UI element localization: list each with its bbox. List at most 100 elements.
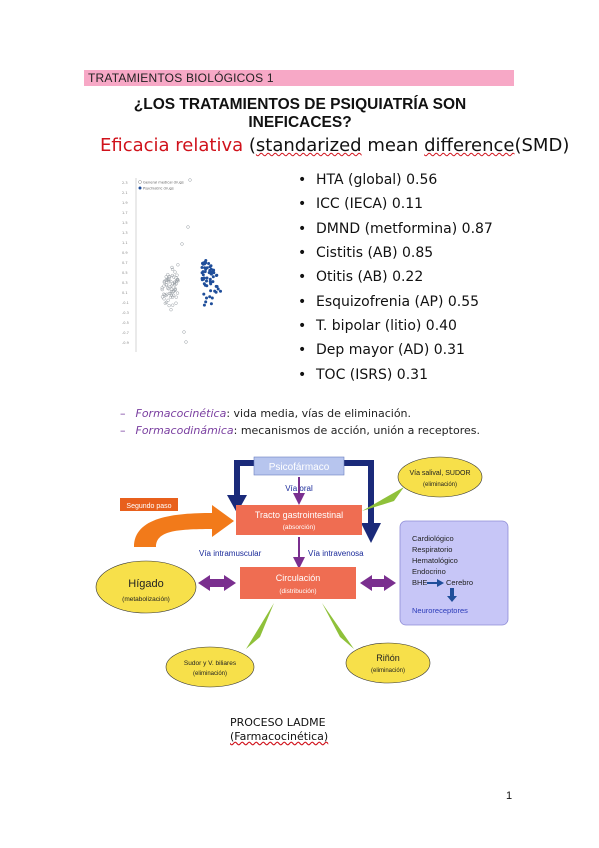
general-drug-point	[174, 295, 178, 299]
psychiatric-drug-point	[216, 287, 220, 291]
general-drug-point	[169, 289, 174, 294]
smd-bullet-list: •HTA (global) 0.56 •ICC (IECA) 0.11 •DMN…	[298, 168, 493, 387]
general-drug-point	[160, 295, 165, 299]
general-drug-point	[173, 288, 177, 292]
psychiatric-drug-point	[205, 276, 209, 280]
green-leaf-salival	[362, 487, 404, 511]
list-item: •DMND (metformina) 0.87	[298, 220, 493, 237]
tracto-label: Tracto gastrointestinal	[255, 510, 343, 520]
via-salival-label: Vía salival, SUDOR	[409, 470, 470, 477]
ladme-diagram: Psicofármaco Vía oral Segundo paso Tract…	[95, 456, 509, 688]
general-drug-point	[176, 263, 180, 267]
psicofarmaco-label: Psicofármaco	[269, 462, 330, 473]
general-drug-point	[170, 295, 175, 299]
general-drug-point	[175, 273, 179, 277]
general-drug-point	[164, 278, 168, 283]
general-drug-point	[167, 277, 171, 281]
psychiatric-drug-point	[214, 284, 218, 288]
svg-text:-0.1: -0.1	[122, 301, 129, 305]
neuroreceptores-label: Neuroreceptores	[412, 606, 468, 615]
general-drug-point	[170, 265, 174, 270]
psychiatric-drug-point	[208, 295, 212, 299]
psychiatric-drug-point	[211, 275, 215, 279]
general-drug-point	[160, 286, 164, 290]
caption-line1: PROCESO LADME	[230, 716, 326, 729]
general-drug-point	[162, 284, 166, 288]
svg-text:0.7: 0.7	[122, 261, 128, 265]
distribucion-label: (distribución)	[279, 588, 316, 595]
psychiatric-drug-point	[213, 289, 217, 293]
psychiatric-drug-point	[202, 276, 206, 280]
svg-text:1.1: 1.1	[122, 241, 128, 245]
sudor-biliar-elim: (eliminación)	[193, 671, 227, 677]
list-item: •Cistitis (AB) 0.85	[298, 245, 434, 262]
legend-general: General medical drugs	[143, 180, 184, 184]
via-salival-elim: (eliminación)	[423, 482, 457, 488]
absorcion-label: (absorción)	[283, 524, 316, 531]
smd-scatter-plot: 2.32.11.9 1.71.51.3 1.10.90.7 0.50.30.1 …	[122, 178, 222, 352]
green-leaf-rinon	[322, 603, 354, 649]
psychiatric-drug-point	[210, 296, 214, 300]
general-drug-point	[167, 303, 171, 308]
subtitle-standarized: standarized	[255, 135, 362, 156]
psychiatric-drug-points	[200, 259, 222, 307]
general-drug-point	[166, 298, 170, 302]
svg-text:1.7: 1.7	[122, 211, 128, 215]
list-item: •ICC (IECA) 0.11	[298, 196, 424, 213]
page-title: ¿LOS TRATAMIENTOS DE PSIQUIATRÍA SON INE…	[133, 96, 467, 131]
svg-text:0.5: 0.5	[122, 271, 128, 275]
organo-item: Hematológico	[412, 556, 458, 565]
general-drug-point	[169, 280, 173, 284]
general-drug-point	[169, 287, 174, 291]
circulacion-box	[240, 567, 356, 599]
header-text: TRATAMIENTOS BIOLÓGICOS 1	[88, 71, 274, 85]
rinon-elim: (eliminación)	[371, 668, 405, 674]
psychiatric-drug-point	[202, 303, 206, 307]
psychiatric-drug-point	[214, 274, 218, 277]
svg-text:1.5: 1.5	[122, 221, 128, 225]
psychiatric-drug-point	[203, 262, 207, 266]
tracto-box	[236, 505, 362, 535]
general-drug-point	[163, 301, 167, 305]
svg-text:-0.3: -0.3	[122, 311, 129, 315]
psychiatric-drug-point	[209, 302, 213, 306]
rinon-ellipse	[345, 642, 431, 684]
svg-text:2.3: 2.3	[122, 181, 128, 185]
general-drug-point	[169, 284, 174, 288]
pk-line-formacocinetica: –Formacocinética: vida media, vías de el…	[120, 407, 412, 420]
green-leaf-biliar	[246, 603, 274, 649]
cerebro-label: Cerebro	[446, 578, 473, 587]
general-drug-point	[171, 293, 176, 297]
svg-text:0.9: 0.9	[122, 251, 128, 255]
page-number: 1	[506, 790, 513, 802]
general-drug-point	[173, 287, 177, 291]
psychiatric-drug-point	[208, 277, 212, 281]
caption: PROCESO LADME (Farmacocinética)	[230, 716, 328, 744]
sudor-biliar-ellipse	[165, 646, 255, 688]
psychiatric-drug-point	[211, 280, 215, 284]
svg-text:1.3: 1.3	[122, 231, 128, 235]
psychiatric-drug-point	[207, 271, 211, 275]
list-item: •Esquizofrenia (AP) 0.55	[298, 293, 480, 310]
svg-text:2.1: 2.1	[122, 191, 128, 195]
general-drug-point	[171, 290, 175, 294]
organo-item: Endocrino	[412, 567, 446, 576]
organo-item: Respiratorio	[412, 545, 452, 554]
general-drug-point	[170, 273, 175, 278]
legend-psychiatric: Psychiatric drugs	[143, 186, 174, 190]
psychiatric-drug-point	[209, 289, 213, 293]
general-drug-point	[174, 276, 178, 280]
via-intravenosa-label: Vía intravenosa	[308, 549, 364, 558]
general-drug-point	[182, 330, 186, 334]
general-drug-point	[168, 295, 173, 299]
subtitle-difference: difference	[424, 135, 515, 156]
segundo-paso-label: Segundo paso	[126, 503, 171, 510]
organos-box	[399, 520, 509, 626]
subtitle-mean: mean	[367, 135, 419, 156]
psychiatric-drug-point	[208, 265, 212, 269]
circulacion-label: Circulación	[276, 573, 321, 583]
higado-label: Hígado	[128, 578, 163, 590]
general-drug-point	[165, 283, 169, 287]
psychiatric-drug-point	[205, 296, 208, 300]
subtitle: Eficacia relativa (standarized mean diff…	[100, 135, 570, 156]
